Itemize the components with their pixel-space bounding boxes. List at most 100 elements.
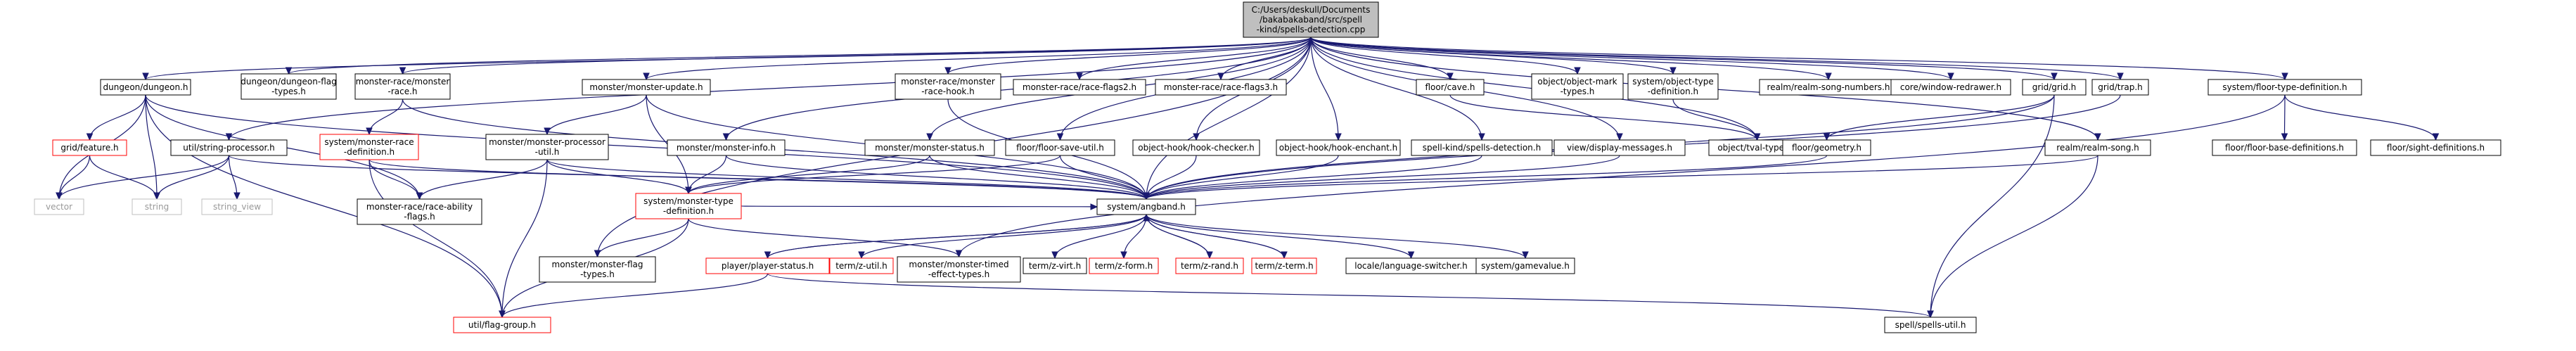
node-player-status[interactable]: player/player-status.h	[705, 257, 830, 274]
edge-line	[1310, 37, 1339, 141]
edge-arrowhead	[1670, 67, 1677, 75]
edge-root-to-race_flags2	[1076, 37, 1312, 81]
node-string[interactable]: string	[132, 198, 182, 215]
node-label-line: monster-race/monster	[901, 77, 995, 87]
node-display-messages[interactable]: view/display-messages.h	[1553, 139, 1686, 156]
node-spells-detection-h[interactable]: spell-kind/spells-detection.h	[1411, 139, 1553, 156]
node-monster-timed-effect[interactable]: monster/monster-timed-effect-types.h	[897, 256, 1021, 283]
node-monster-update[interactable]: monster/monster-update.h	[582, 79, 711, 96]
node-box	[864, 139, 995, 156]
node-race-ability-flags[interactable]: monster-race/race-ability-flags.h	[357, 198, 482, 225]
node-label-line: term/z-virt.h	[1029, 261, 1081, 271]
node-monster-flag-types[interactable]: monster/monster-flag-types.h	[539, 256, 656, 283]
node-grid-feature[interactable]: grid/feature.h	[52, 139, 127, 156]
node-window-redrawer[interactable]: core/window-redrawer.h	[1890, 79, 2011, 96]
node-z-term[interactable]: term/z-term.h	[1251, 257, 1317, 274]
node-string-processor[interactable]: util/string-processor.h	[170, 139, 288, 156]
edge-line	[89, 94, 146, 141]
node-label-line: string_view	[213, 202, 261, 212]
node-monster-processor-util[interactable]: monster/monster-processor-util.h	[485, 134, 609, 160]
node-box	[1553, 139, 1686, 156]
node-label-line: grid/trap.h	[2098, 82, 2143, 92]
node-monster-race-h[interactable]: monster-race/monster-race.h	[354, 73, 451, 100]
edge-line	[2283, 94, 2286, 141]
node-spells-util[interactable]: spell/spells-util.h	[1884, 317, 1977, 333]
node-label-line: dungeon/dungeon-flag	[241, 77, 336, 87]
node-monster-info[interactable]: monster/monster-info.h	[667, 139, 786, 156]
edge-arrowhead	[1143, 213, 1150, 222]
node-z-rand[interactable]: term/z-rand.h	[1175, 257, 1244, 274]
node-label-line: -definition.h	[344, 147, 395, 157]
node-floor-base-defs[interactable]: floor/floor-base-definitions.h	[2212, 139, 2357, 156]
edge-monster_processor_util-to-race_ability_flags	[416, 159, 548, 200]
node-label-line: realm/realm-song-numbers.h	[1767, 82, 1890, 92]
edge-arrowhead	[926, 133, 933, 141]
node-language-switcher[interactable]: locale/language-switcher.h	[1345, 257, 1477, 274]
edge-root-to-grid_grid	[1310, 37, 2058, 81]
edge-root-to-floor_type_def	[1310, 37, 2288, 81]
node-monster-type-def[interactable]: system/monster-type-definition.h	[635, 193, 742, 219]
node-box	[2212, 139, 2357, 156]
node-grid-trap[interactable]: grid/trap.h	[2091, 79, 2149, 96]
node-box	[895, 73, 1001, 100]
node-floor-save-util[interactable]: floor/floor-save-util.h	[1005, 139, 1115, 156]
node-race-flags2[interactable]: monster-race/race-flags2.h	[1013, 79, 1146, 96]
node-label-line: realm/realm-song.h	[2056, 143, 2139, 153]
node-label-line: floor/floor-save-util.h	[1016, 143, 1104, 153]
edge-line	[546, 159, 1147, 200]
node-realm-song-numbers[interactable]: realm/realm-song-numbers.h	[1759, 79, 1898, 96]
edge-monster_update-to-monster_processor_util	[544, 94, 647, 136]
node-race-flags3[interactable]: monster-race/race-flags3.h	[1155, 79, 1287, 96]
node-grid-grid[interactable]: grid/grid.h	[2022, 79, 2087, 96]
node-z-form[interactable]: term/z-form.h	[1089, 257, 1159, 274]
edge-string_processor-to-vector	[56, 155, 230, 200]
node-label-line: -definition.h	[663, 206, 714, 216]
node-z-virt[interactable]: term/z-virt.h	[1023, 257, 1087, 274]
node-realm-song[interactable]: realm/realm-song.h	[2044, 139, 2151, 156]
node-box	[1416, 79, 1485, 96]
edge-arrowhead	[685, 186, 692, 195]
node-object-mark[interactable]: object/object-mark-types.h	[1531, 73, 1624, 100]
edge-line	[1146, 155, 1828, 200]
node-angband[interactable]: system/angband.h	[1096, 198, 1196, 215]
node-flag-group[interactable]: util/flag-group.h	[453, 317, 551, 333]
node-box	[539, 256, 656, 283]
node-box	[1023, 257, 1087, 274]
node-label-line: system/gamevalue.h	[1481, 261, 1570, 271]
node-label-line: -effect-types.h	[928, 269, 989, 279]
node-vector[interactable]: vector	[34, 198, 84, 215]
node-z-util[interactable]: term/z-util.h	[829, 257, 894, 274]
node-object-type-def[interactable]: system/object-type-definition.h	[1627, 73, 1719, 100]
node-label-line: monster-race/race-flags3.h	[1164, 82, 1278, 92]
edge-arrowhead	[86, 133, 94, 141]
node-box	[582, 79, 711, 96]
node-box	[1884, 317, 1977, 333]
node-label-line: system/floor-type-definition.h	[2222, 82, 2347, 92]
edge-line	[646, 37, 1312, 80]
node-string-view[interactable]: string_view	[201, 198, 273, 215]
node-monster-status[interactable]: monster/monster-status.h	[864, 139, 995, 156]
node-race-def[interactable]: system/monster-race-definition.h	[319, 134, 419, 160]
node-box	[1132, 139, 1260, 156]
node-race-hook[interactable]: monster-race/monster-race-hook.h	[895, 73, 1001, 100]
node-hook-enchant[interactable]: object-hook/hook-enchant.h	[1276, 139, 1401, 156]
edge-line	[58, 155, 230, 200]
edge-line	[1146, 37, 1312, 200]
node-floor-type-def[interactable]: system/floor-type-definition.h	[2207, 79, 2362, 96]
node-floor-geometry[interactable]: floor/geometry.h	[1782, 139, 1871, 156]
edge-root-to-realm_song_numbers	[1310, 37, 1832, 81]
edge-monster_type_def-to-angband	[741, 203, 1098, 210]
node-label-line: monster/monster-info.h	[677, 143, 776, 153]
node-hook-checker[interactable]: object-hook/hook-checker.h	[1132, 139, 1260, 156]
node-root[interactable]: C:/Users/deskull/Documents/bakabakaband/…	[1243, 1, 1379, 38]
edge-player_status-to-flag_group	[499, 273, 769, 319]
edge-arrowhead	[1947, 72, 1954, 81]
node-dungeon-flag-types[interactable]: dungeon/dungeon-flag-types.h	[241, 73, 337, 100]
node-label-line: monster/monster-timed	[909, 260, 1008, 269]
edge-line	[1930, 155, 2098, 318]
node-floor-cave[interactable]: floor/cave.h	[1416, 79, 1485, 96]
node-dungeon-h[interactable]: dungeon/dungeon.h	[100, 79, 191, 96]
node-gamevalue[interactable]: system/gamevalue.h	[1475, 257, 1575, 274]
node-label-line: term/z-util.h	[835, 261, 887, 271]
node-sight-defs[interactable]: floor/sight-definitions.h	[2370, 139, 2501, 156]
